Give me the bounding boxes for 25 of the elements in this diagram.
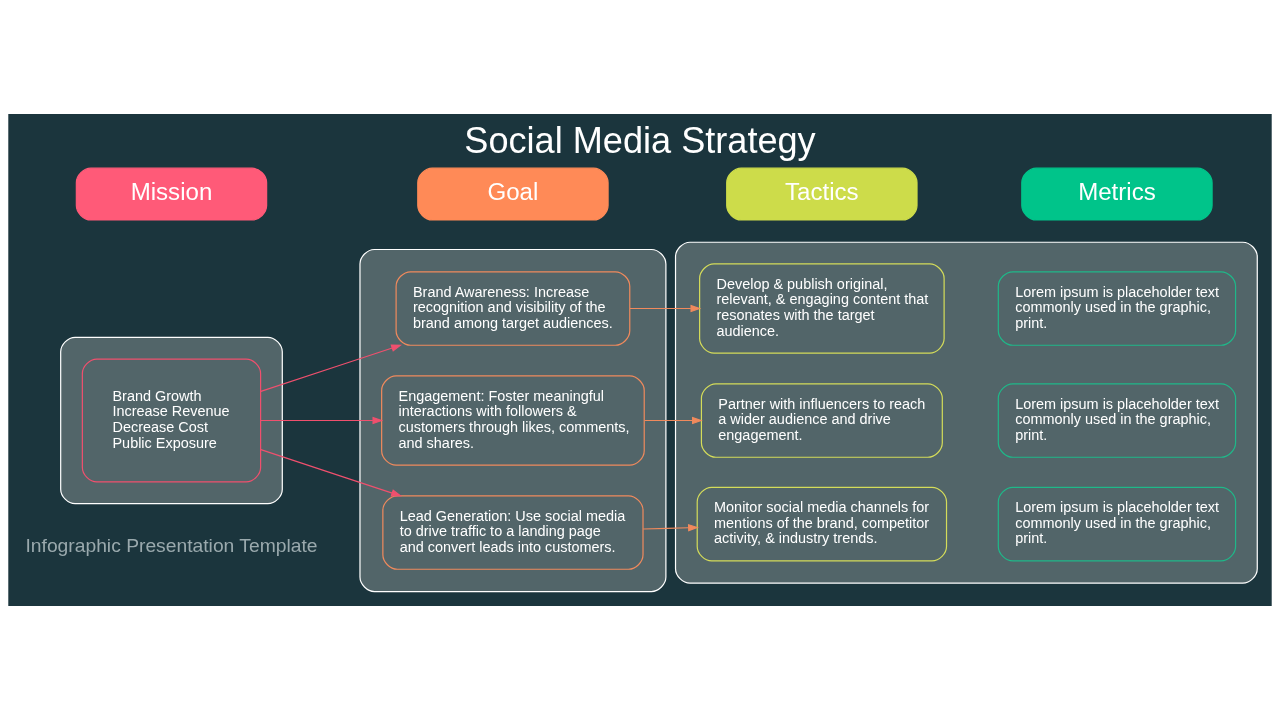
arrow [642,523,699,532]
cluster [359,248,667,593]
node-box: Lorem ipsum is placeholder text commonly used in the graphic, print. [997,271,1237,346]
node-box: Develop & publish original, relevant, & engaging content that resonates with the target audience. [699,263,945,354]
node-box: Engagement: Foster meaningful interactions with followers & customers through likes, comments, and shares. [381,375,645,466]
node-box: Tactics [726,167,918,221]
arrow [260,344,402,392]
arrow [260,416,384,425]
node-box: Brand Growth Increase Revenue Decrease Cost Public Exposure [81,358,262,483]
node-box: Brand Awareness: Increase recognition and visibility of the brand among target audiences. [395,271,631,346]
node-box: Metrics [1021,167,1213,221]
arrow [644,416,703,425]
node-box: Lorem ipsum is placeholder text commonly used in the graphic, print. [997,383,1237,458]
arrow [629,304,702,313]
node-box: Lorem ipsum is placeholder text commonly used in the graphic, print. [997,486,1237,562]
cluster [60,336,283,505]
node-box: Lead Generation: Use social media to drive traffic to a landing page and convert leads into customers. [382,495,644,570]
node-box: Goal [417,167,609,221]
node-box: Monitor social media channels for mentions of the brand, competitor activity, & industry trends. [696,486,948,562]
node-box: Mission [75,167,268,221]
node-box: Partner with influencers to reach a wider audience and drive engagement. [700,383,943,458]
arrow [260,449,402,497]
label: Infographic Presentation Template [25,534,318,556]
cluster [674,241,1258,584]
diagram-title: Social Media Strategy [464,119,816,161]
